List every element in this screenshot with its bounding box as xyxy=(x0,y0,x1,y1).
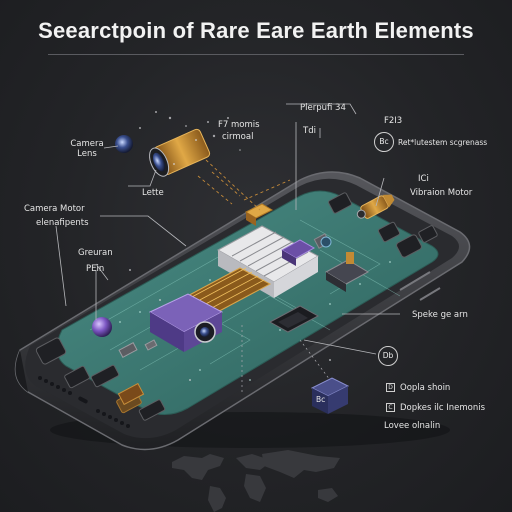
symbol-db: Db xyxy=(378,346,398,366)
right-component xyxy=(324,252,370,292)
label-cirmoal: cirmoal xyxy=(222,132,254,142)
label-greuran: Greuran xyxy=(78,248,113,258)
label-pein: PEin xyxy=(86,264,105,274)
floating-camera-lens xyxy=(115,128,211,177)
label-speke: Speke ge arn xyxy=(412,310,468,320)
purple-sphere xyxy=(92,317,112,337)
floating-vibration-motor xyxy=(356,194,395,219)
title-divider xyxy=(48,54,464,55)
page-title: Seearctpoin of Rare Eare Earth Elements xyxy=(38,18,474,43)
legend-3-text: Lovee olnalin xyxy=(384,421,441,431)
label-ret-line: Ret*lutestem scgrenass xyxy=(398,138,488,147)
leader-lines xyxy=(55,103,400,355)
legend-1-box: D xyxy=(386,383,395,392)
legend-2-text: Dopkes ilc Inemonis xyxy=(400,403,485,413)
particles xyxy=(129,111,331,381)
label-vibration-motor: Vibraion Motor xyxy=(410,188,473,198)
label-tdi: Tdi xyxy=(303,126,316,136)
label-elenafipents: elenafipents xyxy=(36,218,89,228)
label-f7-momis: F7 momis xyxy=(218,120,260,130)
corner-modules xyxy=(35,192,438,421)
legend-2-box: C xyxy=(386,403,395,412)
black-chip xyxy=(268,305,320,333)
label-f2i3: F2I3 xyxy=(384,116,403,126)
circuit-board xyxy=(56,190,439,415)
dashed-leaders xyxy=(197,159,291,211)
left-small-parts xyxy=(118,339,158,358)
label-cube-bc: Bc xyxy=(316,395,326,404)
purple-chips xyxy=(280,233,332,266)
floating-cube xyxy=(310,377,350,414)
label-plerpufi: Plerpufi 34 xyxy=(300,103,346,113)
label-camera-lens: Camera Lens xyxy=(70,139,104,159)
label-ici: ICi xyxy=(418,174,429,184)
world-map-silhouette xyxy=(172,450,340,512)
camera-module xyxy=(148,293,224,352)
label-camera-motor: Camera Motor xyxy=(24,204,85,214)
symbol-bc: Bc xyxy=(374,132,394,152)
label-lette: Lette xyxy=(142,188,164,198)
legend-1-text: Oopla shoin xyxy=(400,383,451,393)
